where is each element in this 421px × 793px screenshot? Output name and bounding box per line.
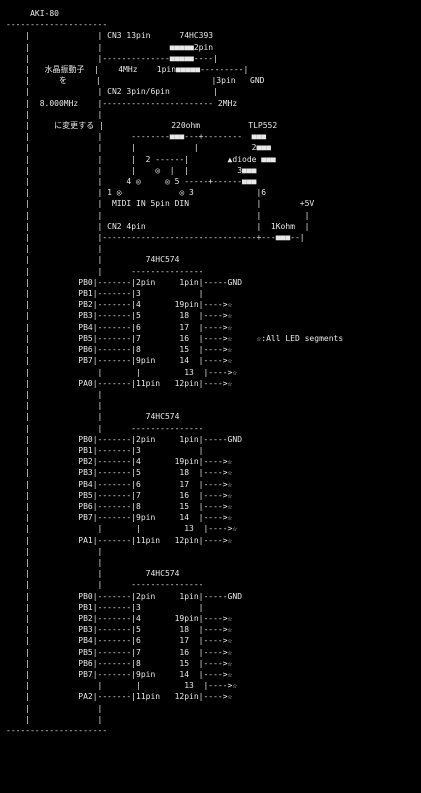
diagram-line: | | CN2 4pin | 1Kohm | bbox=[6, 221, 310, 231]
diagram-line: | PB7|-------|9pin 14 |---->☆ bbox=[6, 513, 233, 523]
diagram-line: | | 4 ◎ ◎ 5 -----+------■■■ bbox=[6, 177, 257, 187]
diagram-line: | PA0|-------|11pin 12pin|---->☆ bbox=[6, 378, 233, 388]
diagram-line: | | MIDI IN 5pin DIN | +5V bbox=[6, 199, 315, 209]
diagram-line: | | bbox=[6, 557, 103, 567]
diagram-line: | | | 13 |---->☆ bbox=[6, 367, 238, 377]
diagram-line: | | | 13 |---->☆ bbox=[6, 524, 238, 534]
diagram-line: | PB2|-------|4 19pin|---->☆ bbox=[6, 457, 233, 467]
diagram-line: | | --------■■■---+-------- ■■■ bbox=[6, 132, 267, 142]
diagram-line: | PB6|-------|8 15 |---->☆ bbox=[6, 345, 233, 355]
diagram-line: | 8.000MHz |----------------------- 2MHz bbox=[6, 98, 238, 108]
diagram-line: | | bbox=[6, 401, 103, 411]
diagram-line: | | | | 2■■■ bbox=[6, 143, 271, 153]
diagram-line: | PB5|-------|7 16 |---->☆ bbox=[6, 647, 233, 657]
diagram-line: | PB1|-------|3 | bbox=[6, 445, 204, 455]
diagram-line: | PA2|-------|11pin 12pin|---->☆ bbox=[6, 692, 233, 702]
diagram-line: | PB6|-------|8 15 |---->☆ bbox=[6, 501, 233, 511]
diagram-line: | | CN3 13pin 74HC393 bbox=[6, 31, 214, 41]
diagram-line: | PB5|-------|7 16 |---->☆ bbox=[6, 490, 233, 500]
diagram-line: | | --------------- bbox=[6, 423, 204, 433]
diagram-line: | | | 2 ------| ▲diode ■■■ bbox=[6, 154, 276, 164]
diagram-line: --------------------- bbox=[6, 726, 108, 735]
diagram-line: | PA1|-------|11pin 12pin|---->☆ bbox=[6, 535, 233, 545]
diagram-line: | |--------------------------------+---■… bbox=[6, 233, 305, 243]
diagram-line: | 水晶振動子 | 4MHz 1pin■■■■■---------| bbox=[6, 65, 249, 75]
diagram-line: | | bbox=[6, 244, 103, 254]
diagram-line: | PB4|-------|6 17 |---->☆ bbox=[6, 636, 233, 646]
diagram-line: | |--------------■■■■■----| bbox=[6, 53, 218, 63]
diagram-line: --------------------- bbox=[6, 20, 108, 30]
diagram-line: | | bbox=[6, 703, 103, 713]
diagram-line: | PB1|-------|3 | bbox=[6, 602, 204, 612]
diagram-line: | PB0|-------|2pin 1pin|-----GND bbox=[6, 277, 243, 287]
diagram-line: | | 74HC574 bbox=[6, 412, 180, 422]
diagram-line: | PB3|-------|5 18 |---->☆ bbox=[6, 468, 233, 478]
diagram-line: | | bbox=[6, 714, 103, 724]
diagram-line: | PB2|-------|4 19pin|---->☆ bbox=[6, 613, 233, 623]
diagram-line: | PB4|-------|6 17 |---->☆ bbox=[6, 322, 233, 332]
diagram-line: | | --------------- bbox=[6, 266, 204, 276]
diagram-line: | | --------------- bbox=[6, 580, 204, 590]
diagram-line: | | | ◎ | | 3■■■ bbox=[6, 165, 257, 175]
diagram-line: | | 74HC574 bbox=[6, 255, 180, 265]
diagram-line: | PB6|-------|8 15 |---->☆ bbox=[6, 658, 233, 668]
diagram-line: AKI-80 bbox=[6, 9, 59, 18]
diagram-line: | PB3|-------|5 18 |---->☆ bbox=[6, 311, 233, 321]
diagram-line: | | ■■■■■2pin bbox=[6, 42, 214, 52]
diagram-line: | PB1|-------|3 | bbox=[6, 289, 204, 299]
diagram-line: | PB3|-------|5 18 |---->☆ bbox=[6, 625, 233, 635]
diagram-line: | PB0|-------|2pin 1pin|-----GND bbox=[6, 434, 243, 444]
diagram-line: | | CN2 3pin/6pin | bbox=[6, 87, 218, 97]
diagram-line: | PB0|-------|2pin 1pin|-----GND bbox=[6, 591, 243, 601]
diagram-line: | | 1 ◎ ◎ 3 |6 bbox=[6, 188, 267, 198]
diagram-line: | | bbox=[6, 546, 103, 556]
diagram-line: | | | | bbox=[6, 210, 310, 220]
diagram-line: | | 74HC574 bbox=[6, 569, 180, 579]
diagram-line: | PB7|-------|9pin 14 |---->☆ bbox=[6, 356, 233, 366]
diagram-line: | | bbox=[6, 389, 103, 399]
ascii-circuit-diagram: AKI-80 --------------------- | | CN3 13p… bbox=[6, 8, 343, 736]
diagram-line: | PB4|-------|6 17 |---->☆ bbox=[6, 479, 233, 489]
diagram-line: | を | |3pin GND bbox=[6, 76, 265, 86]
diagram-line: | に変更する | 220ohm TLP552 bbox=[6, 121, 278, 131]
diagram-line: | PB7|-------|9pin 14 |---->☆ bbox=[6, 669, 233, 679]
diagram-line: | PB2|-------|4 19pin|---->☆ bbox=[6, 300, 233, 310]
diagram-line: | | bbox=[6, 109, 103, 119]
diagram-line: | | | 13 |---->☆ bbox=[6, 681, 238, 691]
diagram-line: | PB5|-------|7 16 |---->☆ ☆:All LED seg… bbox=[6, 333, 344, 343]
